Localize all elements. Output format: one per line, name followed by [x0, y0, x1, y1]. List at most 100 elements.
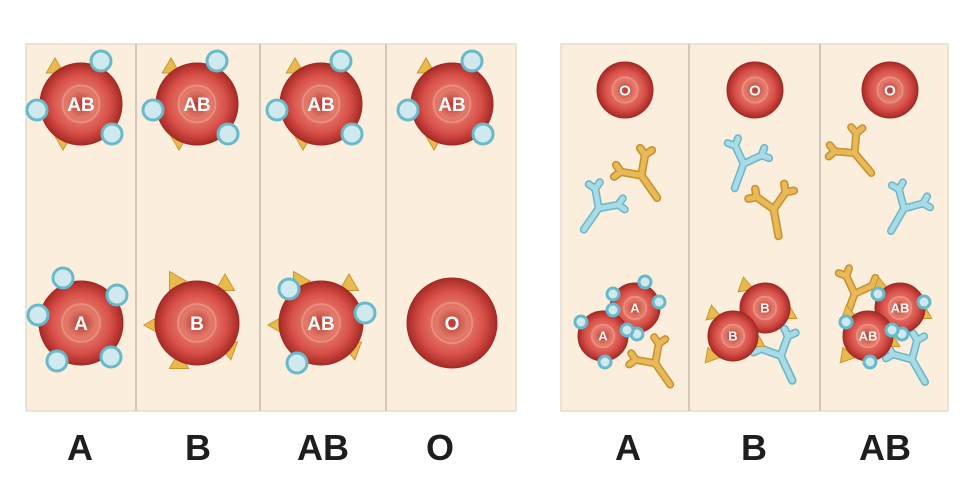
donor-cell-o: O	[861, 61, 919, 119]
cell-center-ring	[430, 301, 474, 345]
antigen-a-circle	[26, 303, 50, 327]
cell-center-ring	[301, 303, 341, 343]
column-label-left-b: B	[185, 427, 211, 468]
donor-cell-ab: AB	[265, 49, 364, 151]
cell-type-label: AB	[438, 95, 465, 116]
antigen-a-circle	[460, 49, 484, 73]
cell-center-ring	[622, 295, 648, 321]
recipient-cell: A	[26, 266, 129, 373]
anti-a-antibody	[887, 178, 935, 235]
antigen-a-circle	[99, 345, 123, 369]
bound-antibody	[834, 264, 885, 323]
cell-center-ring	[876, 76, 904, 104]
recipient-cell: AB	[266, 270, 377, 375]
antigen-a-circle	[916, 294, 932, 310]
agglutinated-cluster: AB AB	[834, 264, 933, 386]
antigen-a-circle	[471, 122, 495, 146]
antigen-a-circle	[51, 266, 75, 290]
cell-center-ring	[752, 295, 778, 321]
antigen-a-circle	[884, 322, 900, 338]
cell-type-label: O	[884, 82, 896, 99]
red-blood-cell	[406, 277, 498, 369]
cell-type-label: AB	[307, 95, 334, 116]
antigen-a-circle	[100, 122, 124, 146]
bound-antibody	[881, 329, 929, 386]
cell-center-ring	[177, 84, 217, 124]
antigen-a-circle	[25, 98, 49, 122]
cell-center-ring	[855, 323, 881, 349]
cell-type-label: AB	[67, 95, 94, 116]
antigen-a-circle	[396, 98, 420, 122]
cell-center-ring	[720, 323, 746, 349]
antigen-a-circle	[573, 314, 589, 330]
cell-center-ring	[432, 84, 472, 124]
red-blood-cell	[726, 61, 784, 119]
cell-type-label: A	[630, 301, 640, 316]
donor-cell-ab: AB	[141, 49, 240, 151]
anti-b-antibody	[744, 179, 799, 241]
antigen-a-circle	[862, 354, 878, 370]
red-blood-cell	[154, 280, 240, 366]
antigen-a-circle	[105, 283, 129, 307]
antigen-a-circle	[285, 351, 309, 375]
column-label-left-ab: AB	[297, 427, 349, 468]
anti-a-antibody	[579, 178, 629, 234]
antigen-a-circle	[277, 277, 301, 301]
antigen-a-circle	[637, 274, 653, 290]
antigen-a-circle	[651, 294, 667, 310]
cell-type-label: A	[598, 329, 608, 344]
column-label-left-a: A	[67, 427, 93, 468]
cell-type-label: AB	[307, 314, 334, 335]
donor-cell-o: O	[726, 61, 784, 119]
antigen-a-circle	[329, 49, 353, 73]
cell-type-label: O	[445, 314, 460, 335]
cell-type-label: AB	[859, 329, 878, 344]
anti-a-antibody	[723, 134, 774, 193]
antigen-a-circle	[353, 301, 377, 325]
cell-type-label: AB	[891, 301, 910, 316]
antigen-a-circle	[619, 322, 635, 338]
antigen-b-triangle	[338, 272, 360, 291]
left-panel: AB A AB B AB AB AB O	[25, 43, 517, 412]
column-label-right-a: A	[615, 427, 641, 468]
antigen-a-circle	[141, 98, 165, 122]
antigen-a-circle	[216, 122, 240, 146]
donor-cell-ab: AB	[396, 49, 495, 151]
column-label-left-o: O	[425, 427, 454, 468]
donor-cell-ab: AB	[25, 49, 124, 151]
red-blood-cell	[596, 61, 654, 119]
cell-center-ring	[177, 303, 217, 343]
antigen-b-triangle	[214, 272, 236, 291]
antigen-a-circle	[89, 49, 113, 73]
cell-center-ring	[741, 76, 769, 104]
cell-type-label: AB	[183, 95, 210, 116]
anti-b-antibody	[824, 123, 876, 177]
cell-type-label: A	[74, 314, 88, 335]
donor-cell-o: O	[596, 61, 654, 119]
cell-center-ring	[301, 84, 341, 124]
cell-center-ring	[61, 84, 101, 124]
antigen-a-circle	[340, 122, 364, 146]
antigen-a-circle	[838, 314, 854, 330]
antigen-a-circle	[605, 286, 621, 302]
cell-center-ring	[887, 295, 913, 321]
antigen-a-circle	[265, 98, 289, 122]
recipient-cell: O	[406, 277, 498, 369]
antigen-a-circle	[45, 349, 69, 373]
agglutinated-cluster: BB	[704, 276, 800, 385]
cell-type-label: B	[760, 301, 769, 316]
cell-center-ring	[611, 76, 639, 104]
antigen-a-circle	[597, 354, 613, 370]
cell-type-label: B	[190, 314, 204, 335]
bound-antibody	[625, 333, 675, 389]
red-blood-cell	[861, 61, 919, 119]
cell-center-ring	[61, 303, 101, 343]
antigen-a-circle	[205, 49, 229, 73]
recipient-cell: B	[142, 270, 240, 369]
column-label-right-b: B	[741, 427, 767, 468]
cell-center-ring	[590, 323, 616, 349]
antigen-a-circle	[870, 286, 886, 302]
agglutinated-cluster: AA	[573, 274, 675, 389]
